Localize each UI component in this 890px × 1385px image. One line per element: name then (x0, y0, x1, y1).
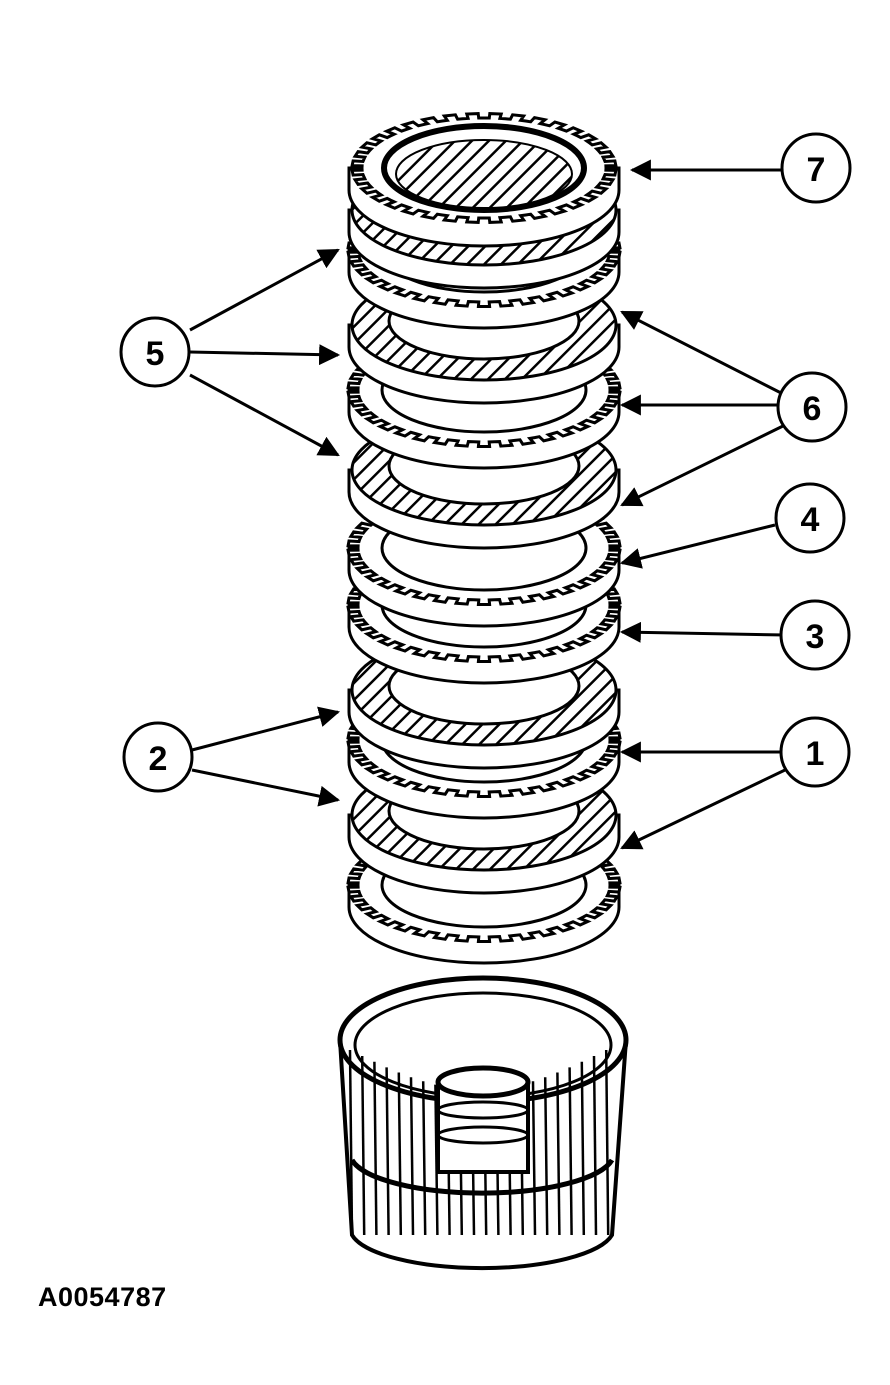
callout-label: 5 (146, 335, 165, 373)
leader-arrow (620, 310, 786, 397)
leader-arrow (619, 621, 786, 643)
leader-arrow (620, 768, 786, 850)
drum-spline (421, 1081, 427, 1236)
leader-arrow (620, 423, 786, 507)
callout-label: 6 (803, 390, 822, 428)
drum-spline (592, 1055, 598, 1236)
drum-spline (397, 1072, 403, 1236)
leader-arrow (189, 344, 341, 366)
clutch-plate-stack (346, 112, 622, 965)
drum-spline (385, 1067, 390, 1236)
drum-spline (348, 1049, 354, 1236)
callout-5: 5 (119, 316, 191, 388)
callout-label: 1 (806, 735, 825, 773)
drum-spline (409, 1077, 415, 1236)
drum-spline (568, 1067, 573, 1236)
figure-id-label: A0054787 (38, 1282, 167, 1312)
drum-spline (604, 1049, 610, 1236)
callout-7: 7 (780, 132, 852, 204)
callout-label: 3 (806, 618, 825, 656)
leader-arrow (619, 523, 776, 569)
callout-2: 2 (122, 721, 194, 793)
drum-spline (580, 1061, 586, 1236)
leader-arrow (189, 248, 340, 332)
clutch-plate (347, 112, 621, 248)
clutch-drum (337, 975, 629, 1271)
callout-6: 6 (776, 371, 848, 443)
callout-3: 3 (779, 599, 851, 671)
leader-arrow (189, 373, 340, 457)
drum-spline (556, 1072, 561, 1236)
drum-spline (373, 1061, 378, 1236)
callout-1: 1 (779, 716, 851, 788)
callout-4: 4 (774, 482, 846, 554)
callout-label: 4 (801, 501, 820, 539)
drum-spline (543, 1077, 549, 1236)
callout-label: 7 (807, 151, 826, 189)
leader-arrow (191, 768, 341, 807)
drum-spline (360, 1055, 366, 1236)
drum-spline (531, 1081, 537, 1236)
leader-lines (189, 159, 786, 850)
callout-circles: 7 5 6 4 3 2 1 (119, 132, 852, 793)
callout-label: 2 (149, 740, 168, 778)
leader-arrow (191, 706, 341, 752)
